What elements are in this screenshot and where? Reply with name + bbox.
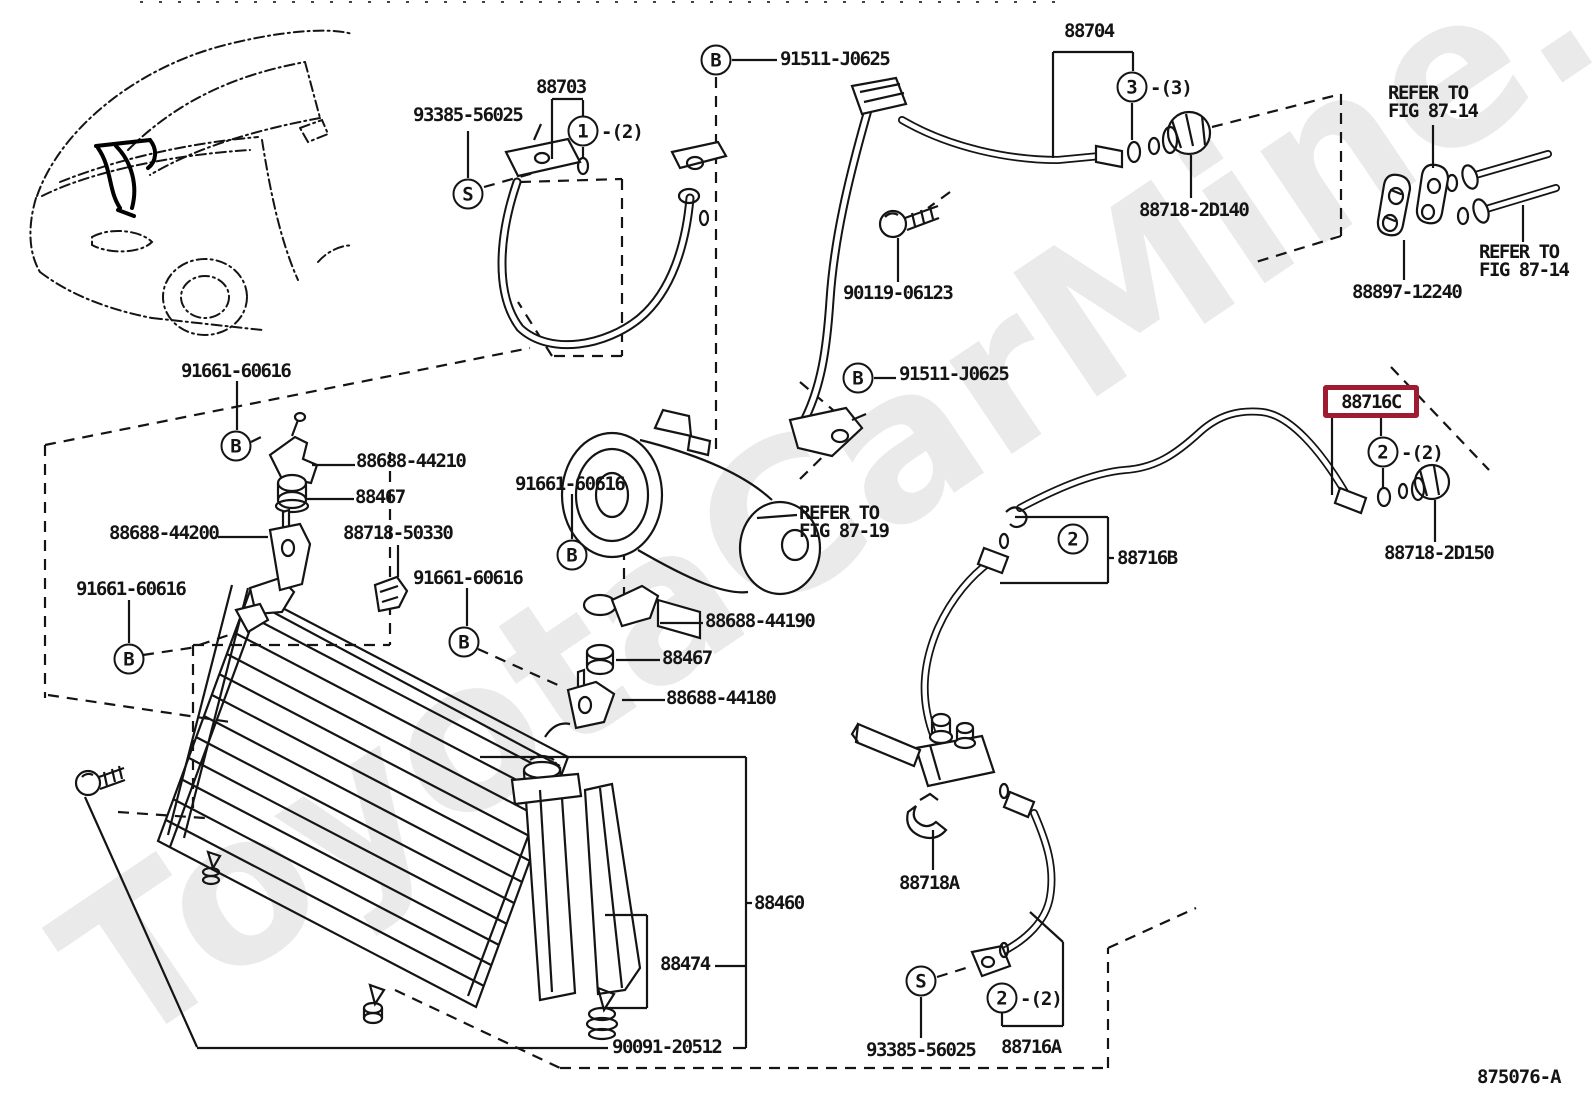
part-label: 88718A	[899, 872, 960, 894]
part-label: 88688-44190	[705, 610, 816, 632]
part-label: 88688-44180	[666, 687, 777, 709]
part-label: 91661-60616	[413, 567, 524, 589]
callout-qty: -(2)	[1401, 442, 1444, 464]
callout-3-circle: 3	[1116, 71, 1148, 103]
part-label: 91511-J0625	[780, 48, 891, 70]
part-label: 88718-2D140	[1139, 199, 1250, 221]
callout-b-circle: B	[220, 430, 252, 462]
part-label: 91661-60616	[515, 473, 626, 495]
callout-2-circle: 2	[1367, 436, 1399, 468]
part-label: 88704	[1064, 20, 1115, 42]
part-label: 88474	[660, 953, 711, 975]
callout-qty: -(3)	[1150, 77, 1193, 99]
callout-b-circle: B	[556, 539, 588, 571]
part-label: 88688-44210	[356, 450, 467, 472]
part-label: 91661-60616	[76, 578, 187, 600]
highlighted-part-label: 88716C	[1323, 385, 1419, 418]
part-label: 90091-20512	[612, 1036, 723, 1058]
callout-b-circle: B	[700, 44, 732, 76]
callout-2-circle: 2	[1057, 523, 1089, 555]
part-label: 91511-J0625	[899, 363, 1010, 385]
part-label: 88688-44200	[109, 522, 220, 544]
callout-qty: -(2)	[1020, 988, 1063, 1010]
part-label: 88897-12240	[1352, 281, 1463, 303]
callout-1-circle: 1	[567, 115, 599, 147]
part-label: 90119-06123	[843, 282, 954, 304]
callout-b-circle: B	[842, 362, 874, 394]
callout-2-circle: 2	[986, 982, 1018, 1014]
callout-b-circle: B	[113, 643, 145, 675]
part-label: 88716B	[1117, 547, 1178, 569]
callout-s-circle: S	[905, 965, 937, 997]
part-label: 88716A	[1001, 1036, 1062, 1058]
part-label: 88718-50330	[343, 522, 454, 544]
part-label: 88718-2D150	[1384, 542, 1495, 564]
diagram-code: 875076-A	[1477, 1066, 1562, 1088]
part-label: 88460	[754, 892, 805, 914]
part-label: 88467	[662, 647, 713, 669]
callout-qty: -(2)	[601, 121, 644, 143]
part-label: 88703	[536, 76, 587, 98]
part-label: 88467	[355, 486, 406, 508]
callout-b-circle: B	[448, 626, 480, 658]
part-label: 93385-56025	[866, 1039, 977, 1061]
part-label: 91661-60616	[181, 360, 292, 382]
part-label: 93385-56025	[413, 104, 524, 126]
callout-s-circle: S	[452, 178, 484, 210]
